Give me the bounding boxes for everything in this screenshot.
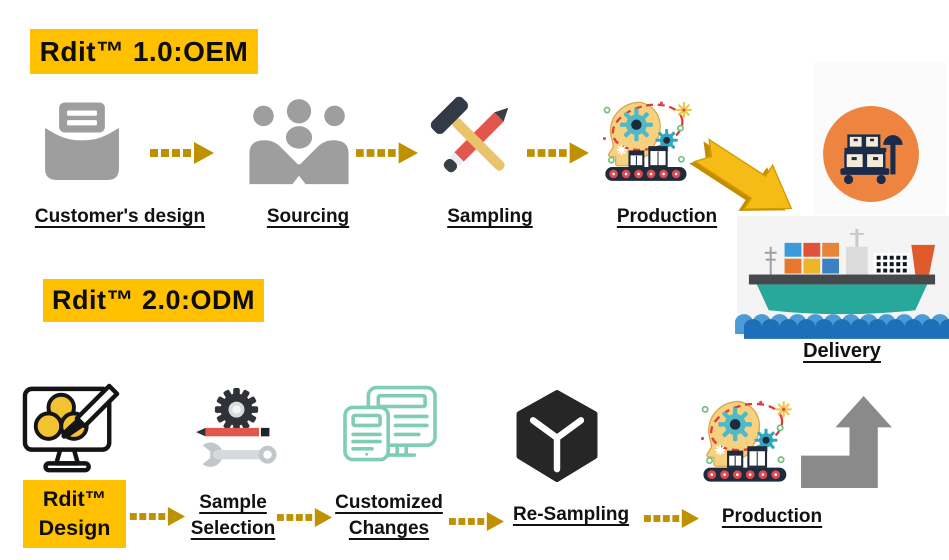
dashed-arrow-icon (449, 512, 504, 531)
dashed-arrow-icon (150, 142, 214, 164)
oem-title: Rdit™ 1.0:OEM (39, 35, 249, 67)
responsive-documents-icon (337, 384, 443, 474)
step-label-delivery: Delivery (803, 340, 881, 362)
step-label-sampling: Sampling (447, 206, 533, 227)
gear-pencil-wrench-icon (189, 387, 284, 481)
rdit-design-line2: Design (38, 516, 111, 540)
big-yellow-arrow-icon (685, 125, 813, 238)
smart-production-icon (601, 98, 696, 186)
odm-title: Rdit™ 2.0:ODM (51, 285, 255, 315)
step-label-customized-changes: Customized Changes (335, 492, 443, 539)
oem-title-box: Rdit™ 1.0:OEM (30, 29, 258, 74)
pallet-truck-icon (820, 103, 922, 205)
dashed-arrow-icon (129, 507, 186, 526)
step-label-sourcing: Sourcing (266, 206, 350, 227)
rdit-design-box: Rdit™ Design (23, 480, 126, 548)
rdit-design-line1: Rdit™ (42, 487, 107, 511)
odm-title-box: Rdit™ 2.0:ODM (43, 279, 264, 322)
elbow-up-arrow-icon (799, 392, 900, 491)
dashed-arrow-icon (356, 142, 418, 164)
cube-icon (511, 385, 603, 487)
dashed-arrow-icon (644, 509, 699, 528)
step-label-production-odm: Production (721, 506, 823, 527)
smart-production-icon (699, 392, 796, 492)
inbox-documents-icon (38, 96, 126, 190)
step-label-production-oem: Production (616, 206, 718, 227)
design-monitor-palette-icon (15, 383, 129, 481)
handshake-team-icon (243, 99, 355, 186)
dashed-arrow-icon (277, 508, 332, 527)
dashed-arrow-icon (527, 142, 589, 164)
step-label-customers-design: Customer's design (34, 206, 206, 227)
hammer-pencil-icon (426, 94, 524, 188)
cargo-ship-icon (735, 223, 949, 339)
step-label-sample-selection: Sample Selection (190, 492, 276, 539)
step-label-re-sampling: Re-Sampling (512, 504, 630, 525)
